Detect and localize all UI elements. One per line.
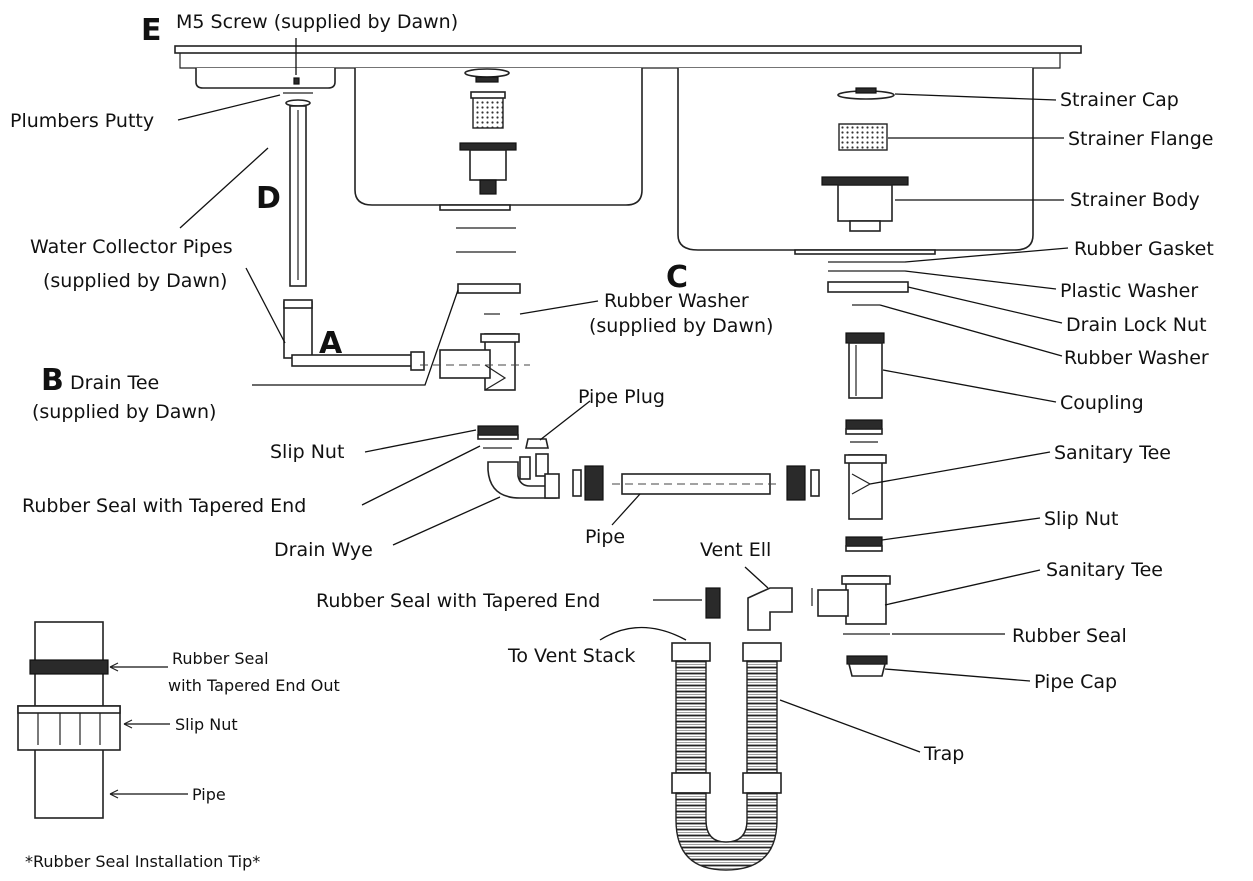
label-rubber-washer-left-1: Rubber Washer	[604, 290, 749, 312]
sanitary-tee-lower-part	[811, 575, 891, 625]
vent-ell-part	[705, 587, 793, 631]
sanitary-tee-upper-part	[844, 419, 887, 520]
slip-nut-left-part	[477, 425, 519, 449]
coupling-part	[845, 332, 885, 399]
label-sanitary-tee-2: Sanitary Tee	[1046, 559, 1163, 581]
label-m5-screw: M5 Screw (supplied by Dawn)	[176, 11, 458, 33]
trap-part	[671, 642, 782, 871]
label-slip-nut-left: Slip Nut	[270, 441, 344, 463]
label-vent-ell: Vent Ell	[700, 539, 771, 561]
water-collector-pipe	[283, 105, 425, 371]
label-strainer-cap: Strainer Cap	[1060, 89, 1179, 111]
label-coupling: Coupling	[1060, 392, 1144, 414]
tip-rubber-seal-1: Rubber Seal	[172, 649, 269, 668]
sink	[174, 45, 1082, 255]
m5-screw-and-putty	[283, 77, 313, 107]
label-sanitary-tee-1: Sanitary Tee	[1054, 442, 1171, 464]
label-plastic-washer: Plastic Washer	[1060, 280, 1198, 302]
label-rubber-seal: Rubber Seal	[1012, 625, 1127, 647]
pipe-cap-part	[843, 633, 890, 677]
label-water-collector-1: Water Collector Pipes	[30, 236, 233, 258]
letter-a: A	[319, 326, 343, 361]
label-slip-nut-right: Slip Nut	[1044, 508, 1118, 530]
letter-e: E	[141, 13, 162, 48]
label-rubber-seal-tapered-2: Rubber Seal with Tapered End	[316, 590, 600, 612]
label-plumbers-putty: Plumbers Putty	[10, 110, 154, 132]
label-strainer-body: Strainer Body	[1070, 189, 1200, 211]
drain-tee-part	[420, 333, 530, 391]
right-strainer-assembly	[821, 87, 909, 306]
drain-wye-part	[487, 453, 560, 499]
horizontal-pipe-assembly	[572, 465, 820, 501]
label-pipe-cap: Pipe Cap	[1034, 671, 1117, 693]
label-rubber-seal-tapered-1: Rubber Seal with Tapered End	[22, 495, 306, 517]
tip-pipe: Pipe	[192, 785, 226, 804]
label-drain-tee-1: Drain Tee	[70, 372, 159, 394]
label-drain-wye: Drain Wye	[274, 539, 373, 561]
label-pipe: Pipe	[585, 526, 625, 548]
letter-b: B	[41, 363, 64, 398]
label-rubber-gasket: Rubber Gasket	[1074, 238, 1214, 260]
label-to-vent-stack: To Vent Stack	[507, 645, 635, 667]
label-drain-tee-2: (supplied by Dawn)	[32, 401, 216, 423]
tip-caption: *Rubber Seal Installation Tip*	[25, 852, 260, 871]
label-rubber-washer-right: Rubber Washer	[1064, 347, 1209, 369]
left-strainer-assembly	[456, 68, 521, 315]
slip-nut-lower-part	[845, 536, 883, 552]
tip-rubber-seal-2: with Tapered End Out	[168, 676, 340, 695]
tip-slip-nut: Slip Nut	[175, 715, 238, 734]
label-rubber-washer-left-2: (supplied by Dawn)	[589, 315, 773, 337]
label-trap: Trap	[923, 743, 964, 765]
label-strainer-flange: Strainer Flange	[1068, 128, 1213, 150]
label-drain-lock-nut: Drain Lock Nut	[1066, 314, 1207, 336]
letter-d: D	[256, 181, 281, 216]
label-water-collector-2: (supplied by Dawn)	[43, 270, 227, 292]
leader-lines	[177, 38, 1069, 753]
pipe-plug-part	[525, 438, 549, 449]
letter-c: C	[666, 260, 688, 295]
label-pipe-plug: Pipe Plug	[578, 386, 665, 408]
installation-tip-inset	[17, 621, 188, 819]
